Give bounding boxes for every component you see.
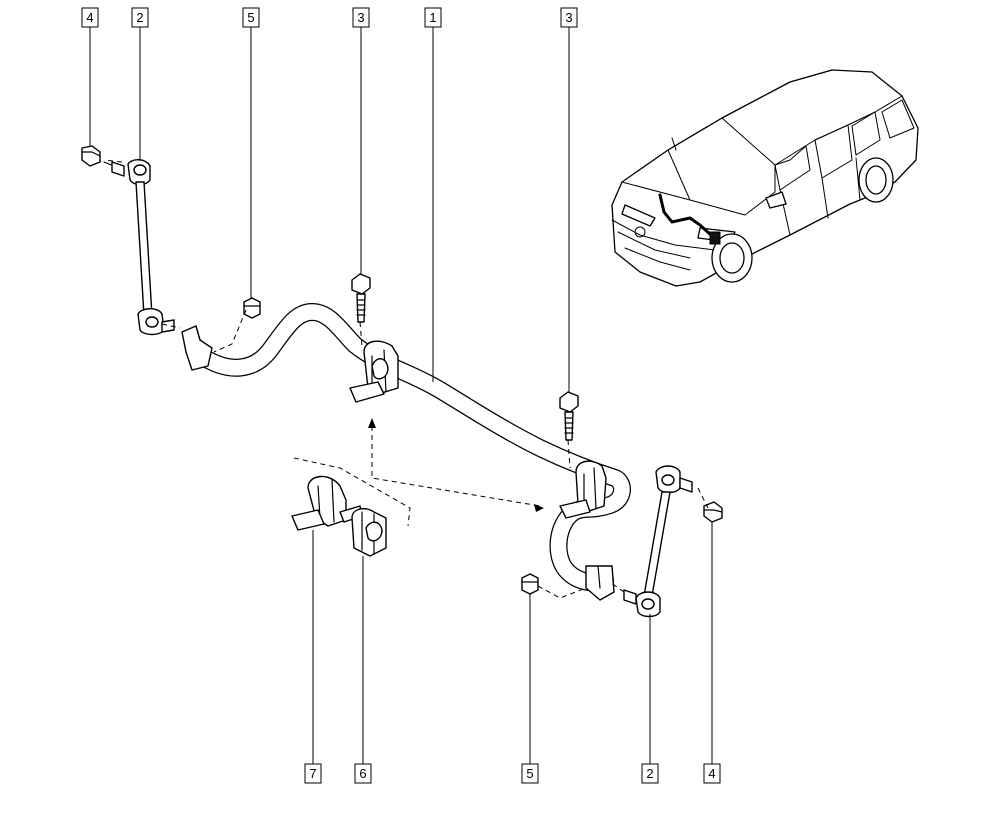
callout-bottom-4: 4 — [703, 763, 721, 784]
callout-top-1: 1 — [424, 7, 442, 28]
callout-label: 2 — [646, 766, 653, 781]
bushing-clamp-part-7 — [291, 475, 363, 531]
callout-top-3-left: 3 — [352, 7, 370, 28]
nut-right-4 — [703, 501, 723, 523]
callout-label: 5 — [247, 10, 254, 25]
callout-bottom-6: 6 — [354, 763, 372, 784]
callout-bottom-7: 7 — [304, 763, 322, 784]
stabilizer-bar — [191, 303, 631, 592]
callout-top-3-right: 3 — [560, 7, 578, 28]
callout-label: 7 — [309, 766, 316, 781]
callout-label: 1 — [429, 10, 436, 25]
callout-top-left-4: 4 — [81, 7, 99, 28]
bar-right-end-bracket — [585, 565, 615, 601]
left-link-rod — [103, 159, 175, 336]
callout-label: 4 — [86, 10, 93, 25]
callout-label: 6 — [359, 766, 366, 781]
nut-left-top — [81, 145, 101, 167]
callout-top-5: 5 — [242, 7, 260, 28]
callout-label: 4 — [708, 766, 715, 781]
assembly-guide-lines — [103, 159, 709, 599]
left-bar-bushing-clamp — [349, 340, 399, 403]
callout-label: 3 — [357, 10, 364, 25]
leader-lines — [89, 27, 713, 764]
bolt-right — [559, 391, 579, 441]
rubber-bushing-part-6 — [351, 507, 387, 557]
car-illustration — [611, 69, 919, 287]
right-link-rod — [623, 465, 693, 618]
bar-left-end-bracket — [181, 325, 213, 371]
nut-left-5 — [243, 297, 261, 319]
right-bar-bushing-clamp — [559, 460, 607, 519]
callout-label: 3 — [565, 10, 572, 25]
callout-bottom-5: 5 — [521, 763, 539, 784]
callout-label: 2 — [136, 10, 143, 25]
callout-top-left-2: 2 — [131, 7, 149, 28]
bolt-left — [351, 273, 371, 323]
stabilizer-bar-location-highlight — [658, 193, 714, 238]
callout-bottom-2: 2 — [641, 763, 659, 784]
nut-right-5 — [521, 573, 539, 595]
callout-label: 5 — [526, 766, 533, 781]
